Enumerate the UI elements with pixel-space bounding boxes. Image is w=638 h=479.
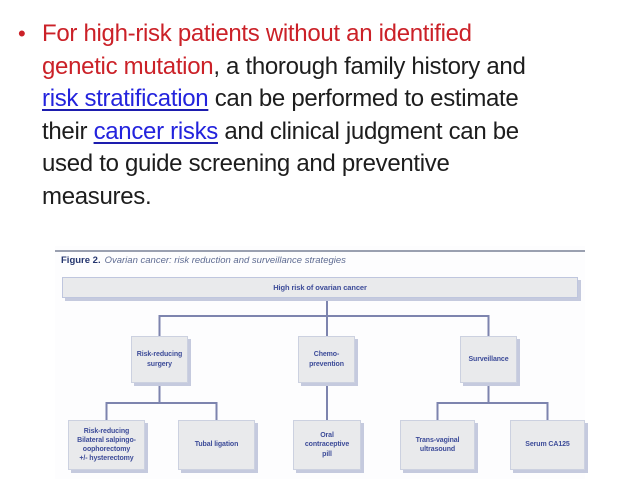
text-line-4: their cancer risks and clinical judgment… <box>42 116 624 149</box>
hyperlink-risk-stratification[interactable]: risk stratification <box>42 85 209 112</box>
text-line-3: risk stratification can be performed to … <box>42 83 624 116</box>
figure-top-rule <box>55 250 585 252</box>
body-text: and clinical judgment can be <box>218 117 519 145</box>
highlight-red-text: genetic mutation <box>42 52 214 80</box>
node-serum-ca125: Serum CA125 <box>510 420 585 470</box>
body-text: used to guide screening and preventive <box>42 150 450 177</box>
node-tubal-ligation: Tubal ligation <box>178 420 255 470</box>
highlight-red-text: For high-risk patients without an identi… <box>42 20 472 47</box>
figure-panel: Figure 2.Ovarian cancer: risk reduction … <box>55 246 585 479</box>
figure-label: Figure 2. <box>61 255 101 266</box>
bullet-text: For high-risk patients without an identi… <box>42 18 624 213</box>
connector-lines <box>105 298 549 421</box>
node-high-risk-ovarian-cancer: High risk of ovarian cancer <box>62 277 578 298</box>
body-text: can be performed to estimate <box>208 85 519 112</box>
bullet-marker: • <box>18 21 26 46</box>
figure-title: Figure 2.Ovarian cancer: risk reduction … <box>61 255 346 266</box>
body-text: , a thorough family history and <box>213 52 526 80</box>
node-bilateral-salpingo-oophorectomy: Risk-reducing Bilateral salpingo- oophor… <box>68 420 145 470</box>
node-risk-reducing-surgery: Risk-reducing surgery <box>131 336 188 383</box>
node-trans-vaginal-ultrasound: Trans-vaginal ultrasound <box>400 420 475 470</box>
text-line-5: used to guide screening and preventive <box>42 148 624 181</box>
node-surveillance: Surveillance <box>460 336 517 383</box>
body-text: their <box>42 117 94 145</box>
node-chemo-prevention: Chemo- prevention <box>298 336 355 383</box>
hyperlink-cancer-risks[interactable]: cancer risks <box>93 117 219 145</box>
body-text: measures. <box>42 182 152 210</box>
bullet-paragraph: • For high-risk patients without an iden… <box>18 18 624 213</box>
text-line-1: For high-risk patients without an identi… <box>42 18 624 51</box>
text-line-2: genetic mutation, a thorough family hist… <box>42 51 624 84</box>
text-line-6: measures. <box>42 181 624 214</box>
node-oral-contraceptive-pill: Oral contraceptive pill <box>293 420 361 470</box>
figure-caption: Ovarian cancer: risk reduction and surve… <box>104 255 346 266</box>
